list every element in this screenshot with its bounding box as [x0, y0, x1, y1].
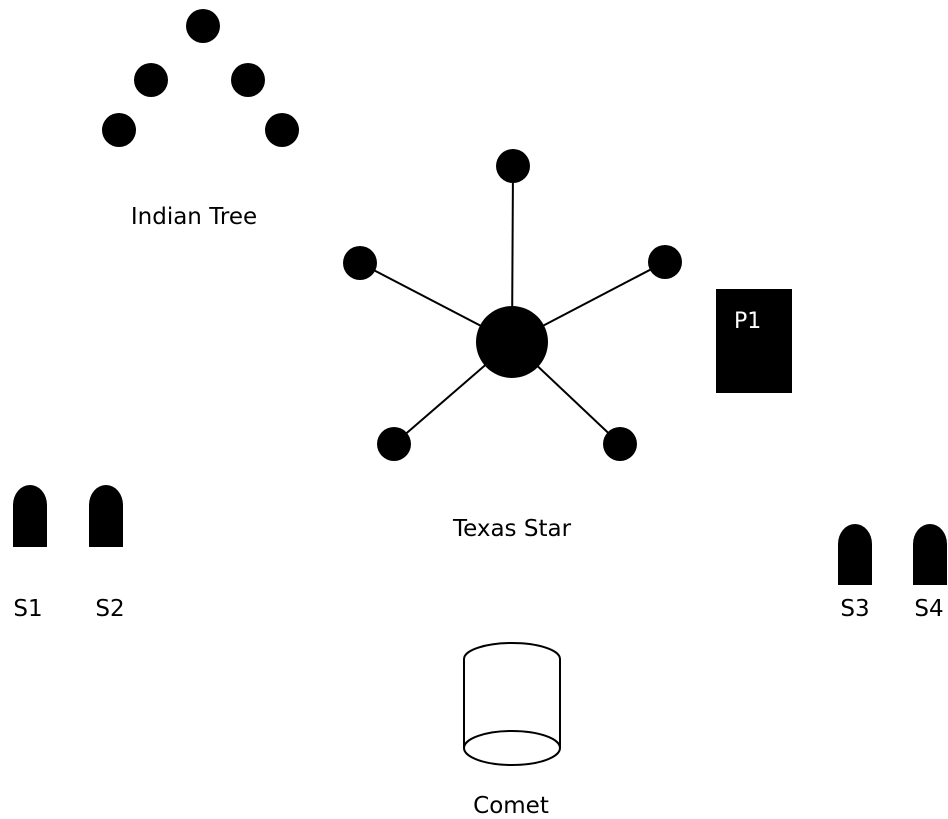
shooter-s1-label: S1: [13, 596, 43, 622]
shooter-s2-label: S2: [95, 596, 125, 622]
texas-star-plate-lower-left: [377, 427, 411, 461]
post-p1: P1: [716, 289, 792, 393]
shooter-markers: [13, 485, 947, 585]
indian-tree-target-low-right: [265, 113, 299, 147]
indian-tree-target-low-left: [102, 113, 136, 147]
texas-star-plate-lower-right: [603, 427, 637, 461]
shooter-s4-bullet-icon: [913, 524, 947, 585]
shooter-s3-bullet-icon: [838, 524, 872, 585]
shooter-s4-label: S4: [914, 596, 944, 622]
shooter-s3-label: S3: [840, 596, 870, 622]
comet-label: Comet: [473, 793, 549, 819]
comet-cylinder-base: [463, 730, 561, 766]
shooter-s1-bullet-icon: [13, 485, 47, 547]
post-p1-label: P1: [734, 309, 762, 334]
texas-star-plate-left: [343, 246, 377, 280]
indian-tree-targets: [102, 9, 299, 147]
indian-tree-target-mid-left: [134, 63, 168, 97]
indian-tree-target-mid-right: [231, 63, 265, 97]
texas-star-plate-top: [496, 149, 530, 183]
comet-cylinder-body: [463, 659, 561, 748]
comet-cylinder-top-arc: [463, 642, 561, 660]
texas-star-spokes: [359, 165, 666, 445]
comet-cylinder-icon: [463, 642, 561, 766]
texas-star-plate-right: [648, 245, 682, 279]
texas-star-label: Texas Star: [452, 516, 572, 542]
shooter-s2-bullet-icon: [89, 485, 123, 547]
indian-tree-target-top: [186, 9, 220, 43]
texas-star-hub: [476, 306, 548, 378]
indian-tree-label: Indian Tree: [130, 204, 258, 230]
texas-star-targets: [343, 149, 682, 461]
